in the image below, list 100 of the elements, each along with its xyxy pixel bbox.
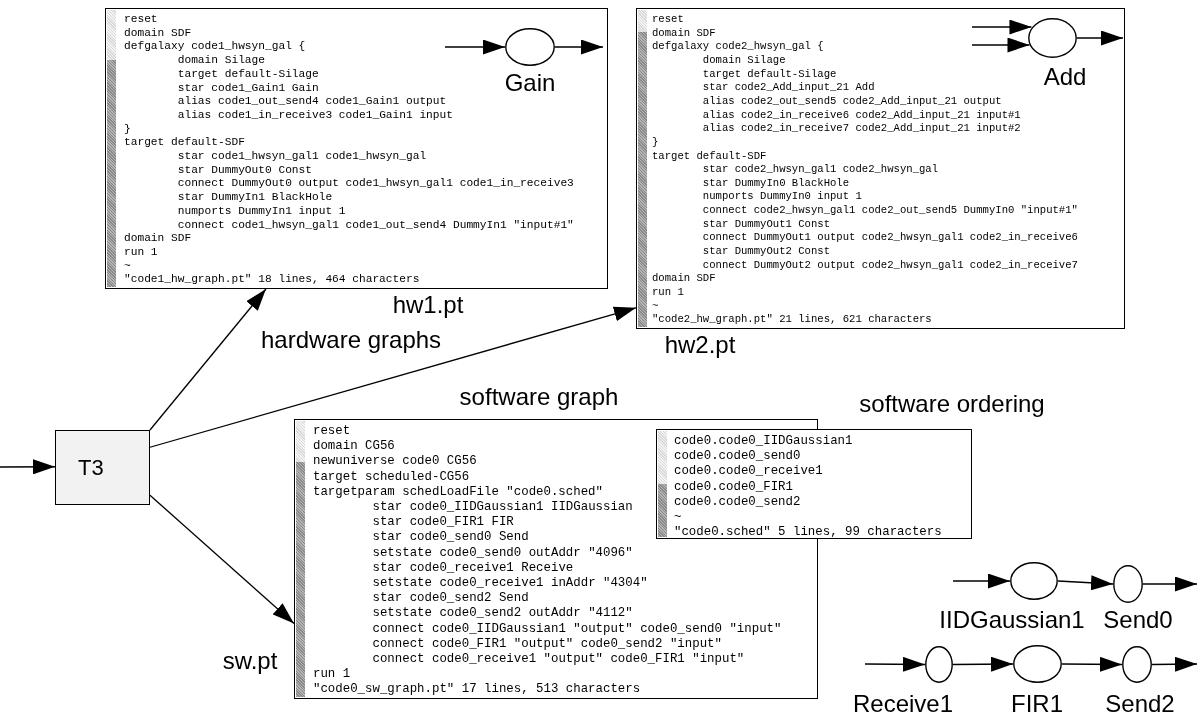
code-line: code0.code0_send0 (674, 449, 801, 465)
arrow (149, 494, 295, 625)
arrow (864, 656, 926, 672)
code-line: setstate code0_send2 outAddr "4112" (371, 606, 633, 622)
arrow (149, 288, 267, 431)
code-line: "code1_hw_graph.pt" 18 lines, 464 characters (124, 273, 420, 287)
code-line: star DummyOut0 Const (176, 163, 312, 178)
code-line: star DummyIn0 BlackHole (701, 176, 850, 191)
code-line: connect DummyOut1 output code2_hwsyn_gal1 code2_in_receive6 (701, 231, 1078, 246)
circle-node (1122, 646, 1152, 683)
node-caption: sw.pt (222, 648, 278, 674)
code-line: star code2_Add_input_21 Add (701, 81, 875, 95)
node-label: T3 (78, 455, 104, 481)
node-caption: software ordering (859, 391, 1045, 417)
code-line: alias code2_in_receive7 code2_Add_input_21 input#2 (701, 122, 1021, 136)
code-line: connect code1_hwsyn_gal1 code1_out_send4 DummyIn1 "input#1" (176, 218, 574, 233)
arrow (149, 306, 637, 448)
code-line: run 1 (652, 286, 684, 300)
diagram-label: hardware graphs (261, 327, 442, 353)
code-line: connect code0_FIR1 "output" code0_send2 "input" (371, 636, 722, 652)
code-line: targetparam schedLoadFile "code0.sched" (313, 484, 603, 500)
arrow (1151, 656, 1198, 672)
code-line: defgalaxy code2_hwsyn_gal { (652, 40, 824, 54)
node-caption: hw2.pt (664, 332, 736, 358)
code-line: target default-Silage (176, 67, 319, 82)
arrow (971, 37, 1031, 53)
process-box (55, 430, 150, 505)
arrow (971, 19, 1033, 35)
code-line: target default-SDF (124, 136, 245, 150)
arrow (0, 459, 56, 475)
code-line: domain CG56 (313, 439, 395, 455)
code-line: reset (652, 13, 684, 27)
code-line: star code0_IIDGaussian1 IIDGaussian (371, 500, 633, 516)
circle-node (1013, 645, 1062, 683)
code-line: numports DummyIn1 input 1 (176, 204, 346, 219)
terminal-window (656, 429, 972, 539)
code-line: target default-Silage (701, 67, 837, 82)
code-line: star code0_receive1 Receive (371, 560, 574, 576)
arrow (1061, 656, 1123, 672)
arrow (1142, 576, 1198, 592)
code-line: star code1_hwsyn_gal1 code1_hwsyn_gal (176, 150, 427, 164)
arrow (952, 656, 1014, 672)
code-line: alias code2_in_receive6 code2_Add_input_21 input#1 (701, 108, 1021, 123)
circle-node (925, 646, 953, 683)
code-line: alias code1_in_receive3 code1_Gain1 input (176, 108, 453, 123)
node-caption: IIDGaussian1 (939, 607, 1085, 633)
code-line: target scheduled-CG56 (313, 469, 470, 485)
node-caption: hw1.pt (392, 292, 464, 318)
code-line: defgalaxy code1_hwsyn_gal { (124, 40, 306, 55)
code-line: ~ (652, 299, 659, 314)
circle-node (505, 28, 555, 66)
node-caption: Send2 (1105, 691, 1175, 717)
code-line: star code1_Gain1 Gain (176, 81, 319, 96)
circle-node (1028, 18, 1077, 58)
node-caption: Gain (504, 70, 556, 96)
code-line: "code0_sw_graph.pt" 17 lines, 513 characters (313, 682, 641, 698)
circle-node (1010, 562, 1058, 600)
code-line: domain Silage (176, 54, 265, 68)
code-line: code0.code0_IIDGaussian1 (674, 434, 853, 450)
node-caption: Add (1043, 64, 1087, 90)
code-line: star DummyIn1 BlackHole (176, 191, 333, 205)
code-line: newuniverse code0 CG56 (313, 454, 477, 470)
code-line: star DummyOut1 Const (701, 217, 830, 232)
code-line: } (124, 122, 131, 137)
code-line: domain SDF (124, 232, 192, 246)
code-line: "code0.sched" 5 lines, 99 characters (674, 525, 942, 538)
arrow (444, 39, 506, 55)
arrow (952, 573, 1011, 589)
code-line: domain Silage (701, 53, 786, 68)
code-line: domain SDF (652, 26, 716, 41)
code-line: connect DummyOut0 output code1_hwsyn_gal1 code1_in_receive3 (176, 177, 574, 192)
code-line: connect code2_hwsyn_gal1 code2_out_send5 DummyIn0 "input#1" (701, 204, 1078, 218)
code-line: ~ (124, 259, 131, 274)
code-line: connect DummyOut2 output code2_hwsyn_gal1 code2_in_receive7 (701, 258, 1078, 273)
code-line: setstate code0_receive1 inAddr "4304" (371, 576, 648, 592)
node-caption: Receive1 (852, 691, 954, 717)
code-line: code0.code0_FIR1 (674, 479, 793, 495)
code-line: setstate code0_send0 outAddr "4096" (371, 545, 633, 561)
code-line: alias code2_out_send5 code2_Add_input_21 output (701, 94, 1002, 109)
code-line: reset (313, 424, 351, 440)
code-line: star code0_FIR1 FIR (371, 515, 514, 531)
code-line: code0.code0_receive1 (674, 464, 823, 480)
code-line: star code0_send0 Send (371, 530, 529, 546)
terminal-window (636, 8, 1125, 329)
node-caption: Send0 (1103, 607, 1173, 633)
arrow (554, 39, 604, 55)
code-line: star DummyOut2 Const (701, 245, 830, 259)
node-caption: software graph (459, 384, 619, 410)
code-line: numports DummyIn0 input 1 (701, 190, 862, 205)
terminal-window (105, 8, 608, 289)
code-line: run 1 (124, 245, 158, 260)
code-line: run 1 (313, 667, 351, 683)
node-caption: FIR1 (1011, 691, 1063, 717)
arrow (1076, 30, 1124, 46)
code-line: star code0_send2 Send (371, 591, 529, 607)
code-line: reset (124, 13, 158, 27)
circle-node (1113, 565, 1143, 603)
code-line: connect code0_IIDGaussian1 "output" code0_send0 "input" (371, 621, 782, 637)
code-line: "code2_hw_graph.pt" 21 lines, 621 characters (652, 313, 932, 327)
code-line: domain SDF (652, 272, 716, 286)
